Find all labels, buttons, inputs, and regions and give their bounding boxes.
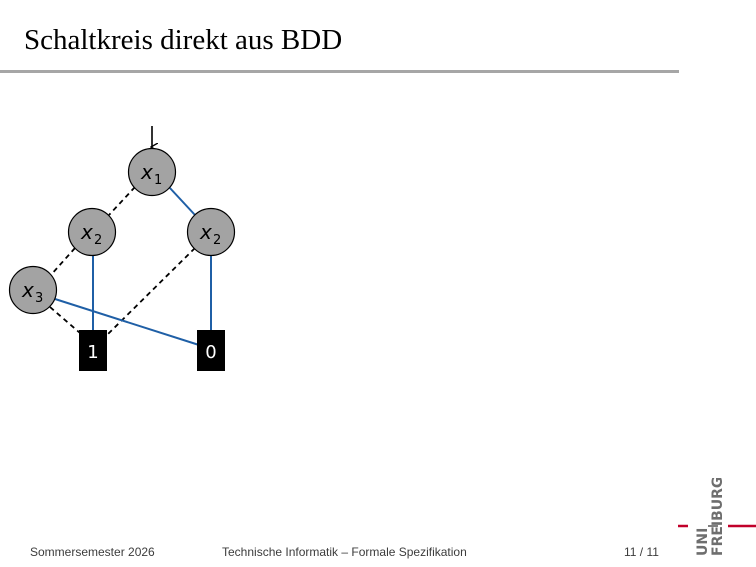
bdd-terminal-0: 0	[197, 330, 225, 371]
terminal-label: 0	[205, 342, 216, 363]
edge-n1-n2b	[168, 186, 196, 216]
node-var: x	[199, 220, 212, 244]
node-index: 3	[35, 291, 43, 306]
footer-semester: Sommersemester 2026	[30, 545, 155, 559]
slide-title: Schaltkreis direkt aus BDD	[24, 24, 343, 56]
footer-course: Technische Informatik – Formale Spezifik…	[222, 545, 467, 559]
bdd-node-x2-right: x 2	[186, 207, 236, 257]
logo-text-freiburg: FREIBURG	[710, 478, 726, 556]
edge-n3-t1	[49, 306, 81, 334]
node-index: 2	[94, 233, 102, 248]
bdd-terminal-1: 1	[79, 330, 107, 371]
bdd-node-x1: x 1	[127, 147, 177, 197]
bdd-node-x3: x 3	[8, 265, 58, 315]
footer-page-number: 11 / 11	[624, 545, 659, 559]
edge-n2b-t1	[105, 247, 196, 337]
terminal-label: 1	[87, 342, 98, 363]
node-index: 2	[213, 233, 221, 248]
edge-n2a-n3	[49, 247, 76, 277]
node-var: x	[140, 160, 153, 184]
logo-text-uni: UNI	[695, 528, 711, 556]
edge-n3-t0	[54, 298, 200, 346]
bdd-node-x2-left: x 2	[67, 207, 117, 257]
edge-n1-n2a	[108, 186, 136, 216]
title-divider	[0, 70, 679, 73]
uni-freiburg-logo: UNI FREIBURG	[678, 478, 756, 556]
node-var: x	[80, 220, 93, 244]
node-index: 1	[154, 173, 162, 188]
node-var: x	[21, 278, 34, 302]
